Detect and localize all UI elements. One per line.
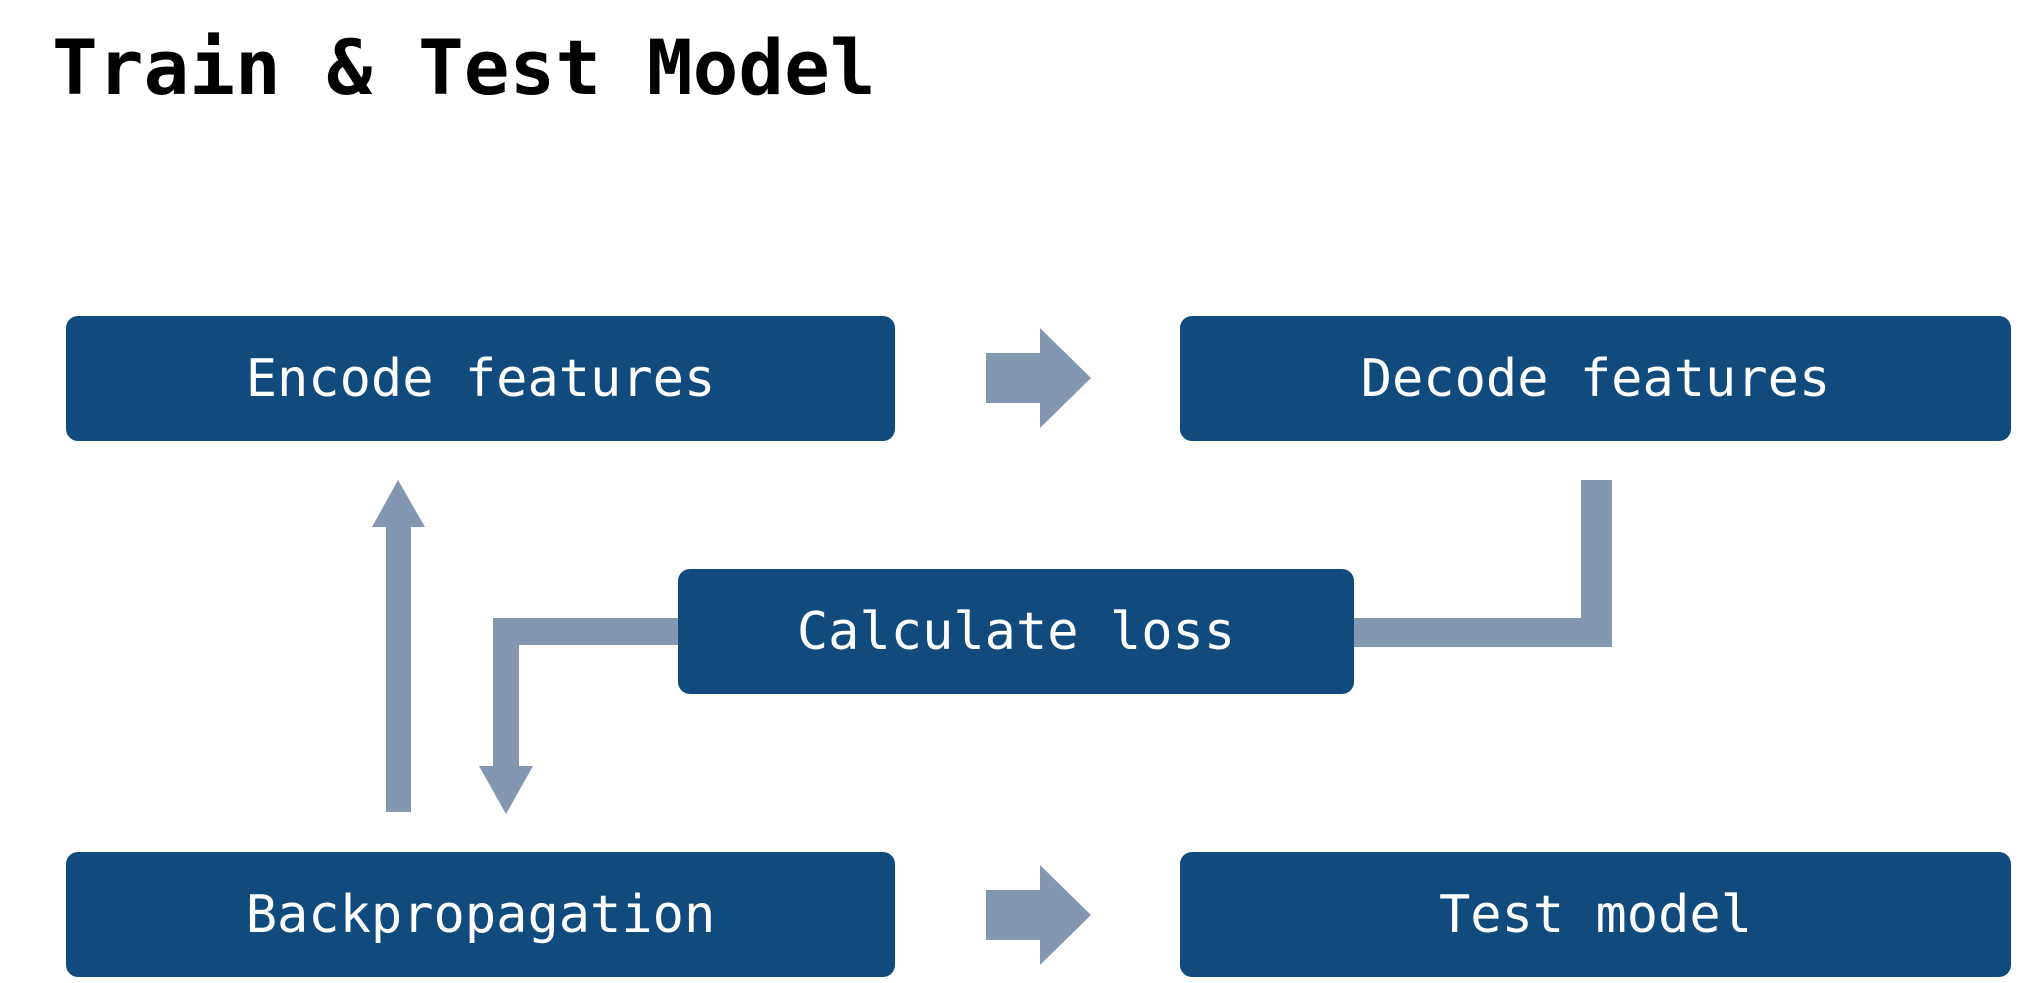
arrow-encode-to-decode — [986, 328, 1091, 428]
arrow-backprop-to-test — [986, 865, 1091, 965]
step-label: Backpropagation — [245, 884, 716, 945]
step-label: Decode features — [1360, 348, 1831, 409]
arrow-loss-to-backprop — [479, 618, 678, 814]
step-backpropagation: Backpropagation — [66, 852, 895, 977]
connector-decode-to-loss — [1354, 480, 1612, 647]
step-label: Test model — [1438, 884, 1753, 945]
page-title: Train & Test Model — [52, 23, 876, 112]
step-encode-features: Encode features — [66, 316, 895, 441]
step-label: Encode features — [245, 348, 716, 409]
step-calculate-loss: Calculate loss — [678, 569, 1354, 694]
step-test-model: Test model — [1180, 852, 2011, 977]
arrow-backprop-to-encode — [372, 480, 425, 812]
step-decode-features: Decode features — [1180, 316, 2011, 441]
step-label: Calculate loss — [796, 601, 1236, 662]
